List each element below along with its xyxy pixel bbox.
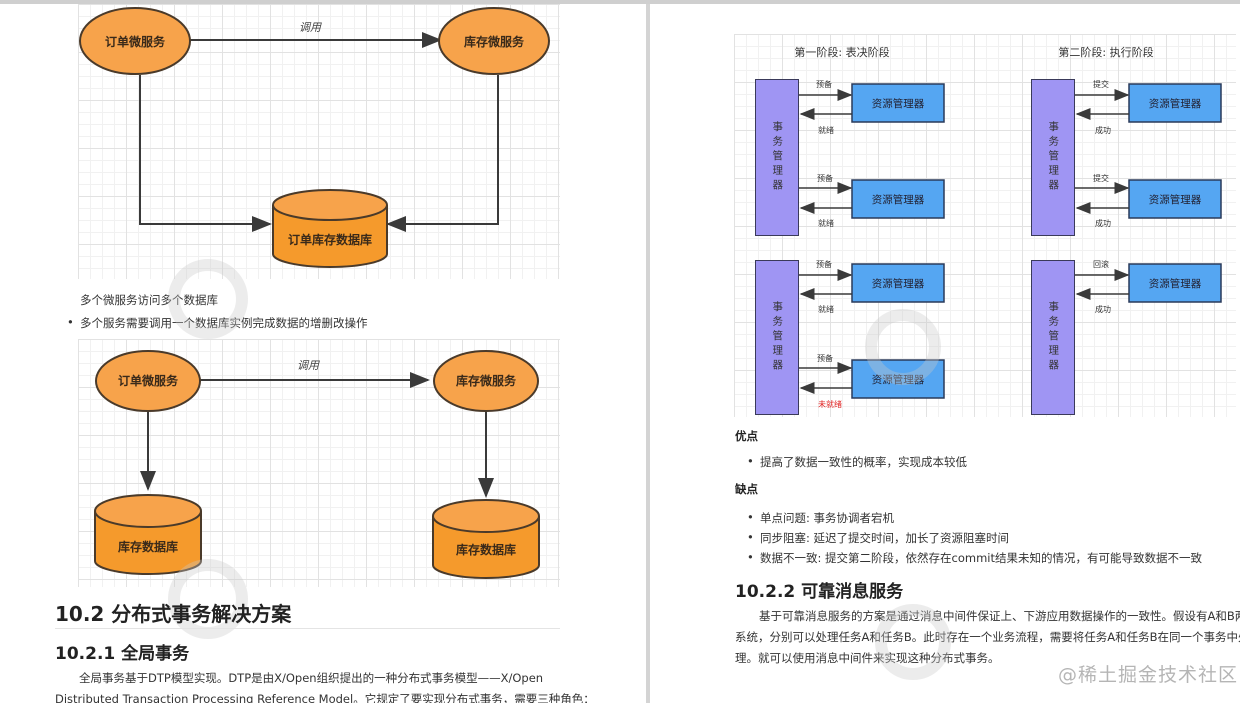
resource-manager (851, 83, 945, 123)
order-service-label: 订单微服务 (105, 34, 166, 49)
transaction-manager: 事务管理器 (1031, 79, 1075, 236)
order-service-node (95, 350, 201, 412)
tm-label: 事务管理器 (771, 121, 784, 194)
ready-label: 就绪 (818, 125, 834, 135)
rm-label: 资源管理器 (1149, 277, 1202, 290)
rollback-label: 回滚 (1093, 259, 1109, 269)
paragraph-line: Distributed Transaction Processing Refer… (55, 692, 595, 703)
stock-service-label: 库存微服务 (456, 373, 517, 388)
resource-manager (1128, 263, 1222, 303)
db-right-label: 库存数据库 (456, 542, 516, 557)
phase2-rollback-group: 资源管理器 回滚 成功 (1075, 259, 1222, 314)
db-left-label: 库存数据库 (118, 539, 178, 554)
rm-label: 资源管理器 (872, 277, 925, 290)
stock-service-label: 库存微服务 (464, 34, 525, 49)
watermark-logo (865, 309, 941, 385)
pros-heading: 优点 (735, 429, 758, 443)
paragraph-line: 基于可靠消息服务的方案是通过消息中间件保证上、下游应用数据操作的一致性。假设有A… (759, 609, 1240, 623)
diagram-shared-database-svg: 订单微服务 库存微服务 调用 订单库存数据库 (79, 7, 550, 268)
success-label: 成功 (1095, 304, 1111, 314)
resource-manager (851, 263, 945, 303)
diagram-separate-databases-svg: 订单微服务 库存微服务 调用 库存数据库 库存数据库 (94, 350, 540, 579)
success-label: 成功 (1095, 125, 1111, 135)
phase2-title: 第二阶段: 执行阶段 (1058, 45, 1153, 59)
transaction-manager: 事务管理器 (1031, 260, 1075, 415)
db-right-node (432, 499, 540, 579)
tm-label: 事务管理器 (771, 301, 784, 374)
pros-item: 提高了数据一致性的概率，实现成本较低 (747, 454, 967, 470)
subsection-heading: 10.2.2 可靠消息服务 (735, 582, 904, 602)
diagram-separate-databases: 订单微服务 库存微服务 调用 库存数据库 库存数据库 (78, 339, 560, 587)
not-ready-label: 未就绪 (818, 399, 842, 409)
page-gutter (646, 4, 650, 703)
stock-service-node (433, 350, 539, 412)
paragraph-line: 系统，分别可以处理任务A和任务B。此时存在一个业务流程，需要将任务A和任务B在同… (735, 630, 1240, 644)
call-label: 调用 (297, 359, 320, 372)
resource-manager (851, 179, 945, 219)
two-phase-commit-svg: 第一阶段: 表决阶段 第二阶段: 执行阶段 资源管理器 预备 就绪 资源管理器 … (794, 45, 1222, 409)
prepare-label: 预备 (817, 353, 833, 363)
document-page-left: 订单微服务 库存微服务 调用 订单库存数据库 多个微服务访问多个数据库 多个服务… (0, 4, 646, 703)
cons-heading: 缺点 (735, 482, 758, 496)
diagram-shared-database: 订单微服务 库存微服务 调用 订单库存数据库 (78, 4, 560, 279)
arrow-stock-to-db (386, 75, 499, 232)
resource-manager (1128, 179, 1222, 219)
commit-label: 提交 (1093, 79, 1109, 89)
paragraph-line: 全局事务基于DTP模型实现。DTP是由X/Open组织提出的一种分布式事务模型—… (79, 671, 544, 685)
commit-label: 提交 (1093, 173, 1109, 183)
diagram-two-phase-commit: 第一阶段: 表决阶段 第二阶段: 执行阶段 资源管理器 预备 就绪 资源管理器 … (734, 34, 1236, 417)
rm-label: 资源管理器 (872, 97, 925, 110)
tm-label: 事务管理器 (1047, 121, 1060, 194)
watermark-logo (168, 259, 248, 339)
subsection-heading: 10.2.1 全局事务 (55, 644, 190, 664)
rm-label: 资源管理器 (872, 193, 925, 206)
order-service-label: 订单微服务 (118, 373, 179, 388)
heading-divider (55, 628, 560, 629)
arrow-order-to-db (139, 75, 272, 232)
section-heading: 10.2 分布式事务解决方案 (55, 602, 292, 626)
tm-label: 事务管理器 (1047, 301, 1060, 374)
cons-item: 单点问题: 事务协调者宕机 (747, 510, 894, 526)
paragraph-global-transaction: 全局事务基于DTP模型实现。DTP是由X/Open组织提出的一种分布式事务模型—… (55, 668, 595, 703)
prepare-label: 预备 (816, 259, 832, 269)
cons-item: 同步阻塞: 延迟了提交时间，加长了资源阻塞时间 (747, 530, 1009, 546)
ready-label: 就绪 (818, 218, 834, 228)
top-border (0, 0, 1240, 4)
db-left-node (94, 494, 202, 575)
phase2-commit-group: 资源管理器 提交 成功 资源管理器 提交 成功 (1075, 79, 1222, 228)
transaction-manager: 事务管理器 (755, 260, 799, 415)
stock-service-node (438, 7, 550, 75)
document-page-right: 第一阶段: 表决阶段 第二阶段: 执行阶段 资源管理器 预备 就绪 资源管理器 … (650, 4, 1240, 703)
shared-db-label: 订单库存数据库 (288, 232, 372, 247)
success-label: 成功 (1095, 218, 1111, 228)
ready-label: 就绪 (818, 304, 834, 314)
cons-item: 数据不一致: 提交第二阶段，依然存在commit结果未知的情况，有可能导致数据不… (747, 550, 1202, 566)
rm-label: 资源管理器 (1149, 193, 1202, 206)
phase1-title: 第一阶段: 表决阶段 (794, 45, 889, 59)
order-service-node (79, 7, 191, 75)
rm-label: 资源管理器 (1149, 97, 1202, 110)
juejin-watermark: @稀土掘金技术社区 (1058, 664, 1239, 686)
transaction-manager: 事务管理器 (755, 79, 799, 236)
prepare-label: 预备 (816, 79, 832, 89)
prepare-label: 预备 (817, 173, 833, 183)
watermark-logo (875, 604, 951, 680)
phase1-success-group: 资源管理器 预备 就绪 资源管理器 预备 就绪 (799, 79, 945, 228)
call-label: 调用 (299, 21, 322, 34)
resource-manager (1128, 83, 1222, 123)
shared-db-node (272, 189, 388, 268)
